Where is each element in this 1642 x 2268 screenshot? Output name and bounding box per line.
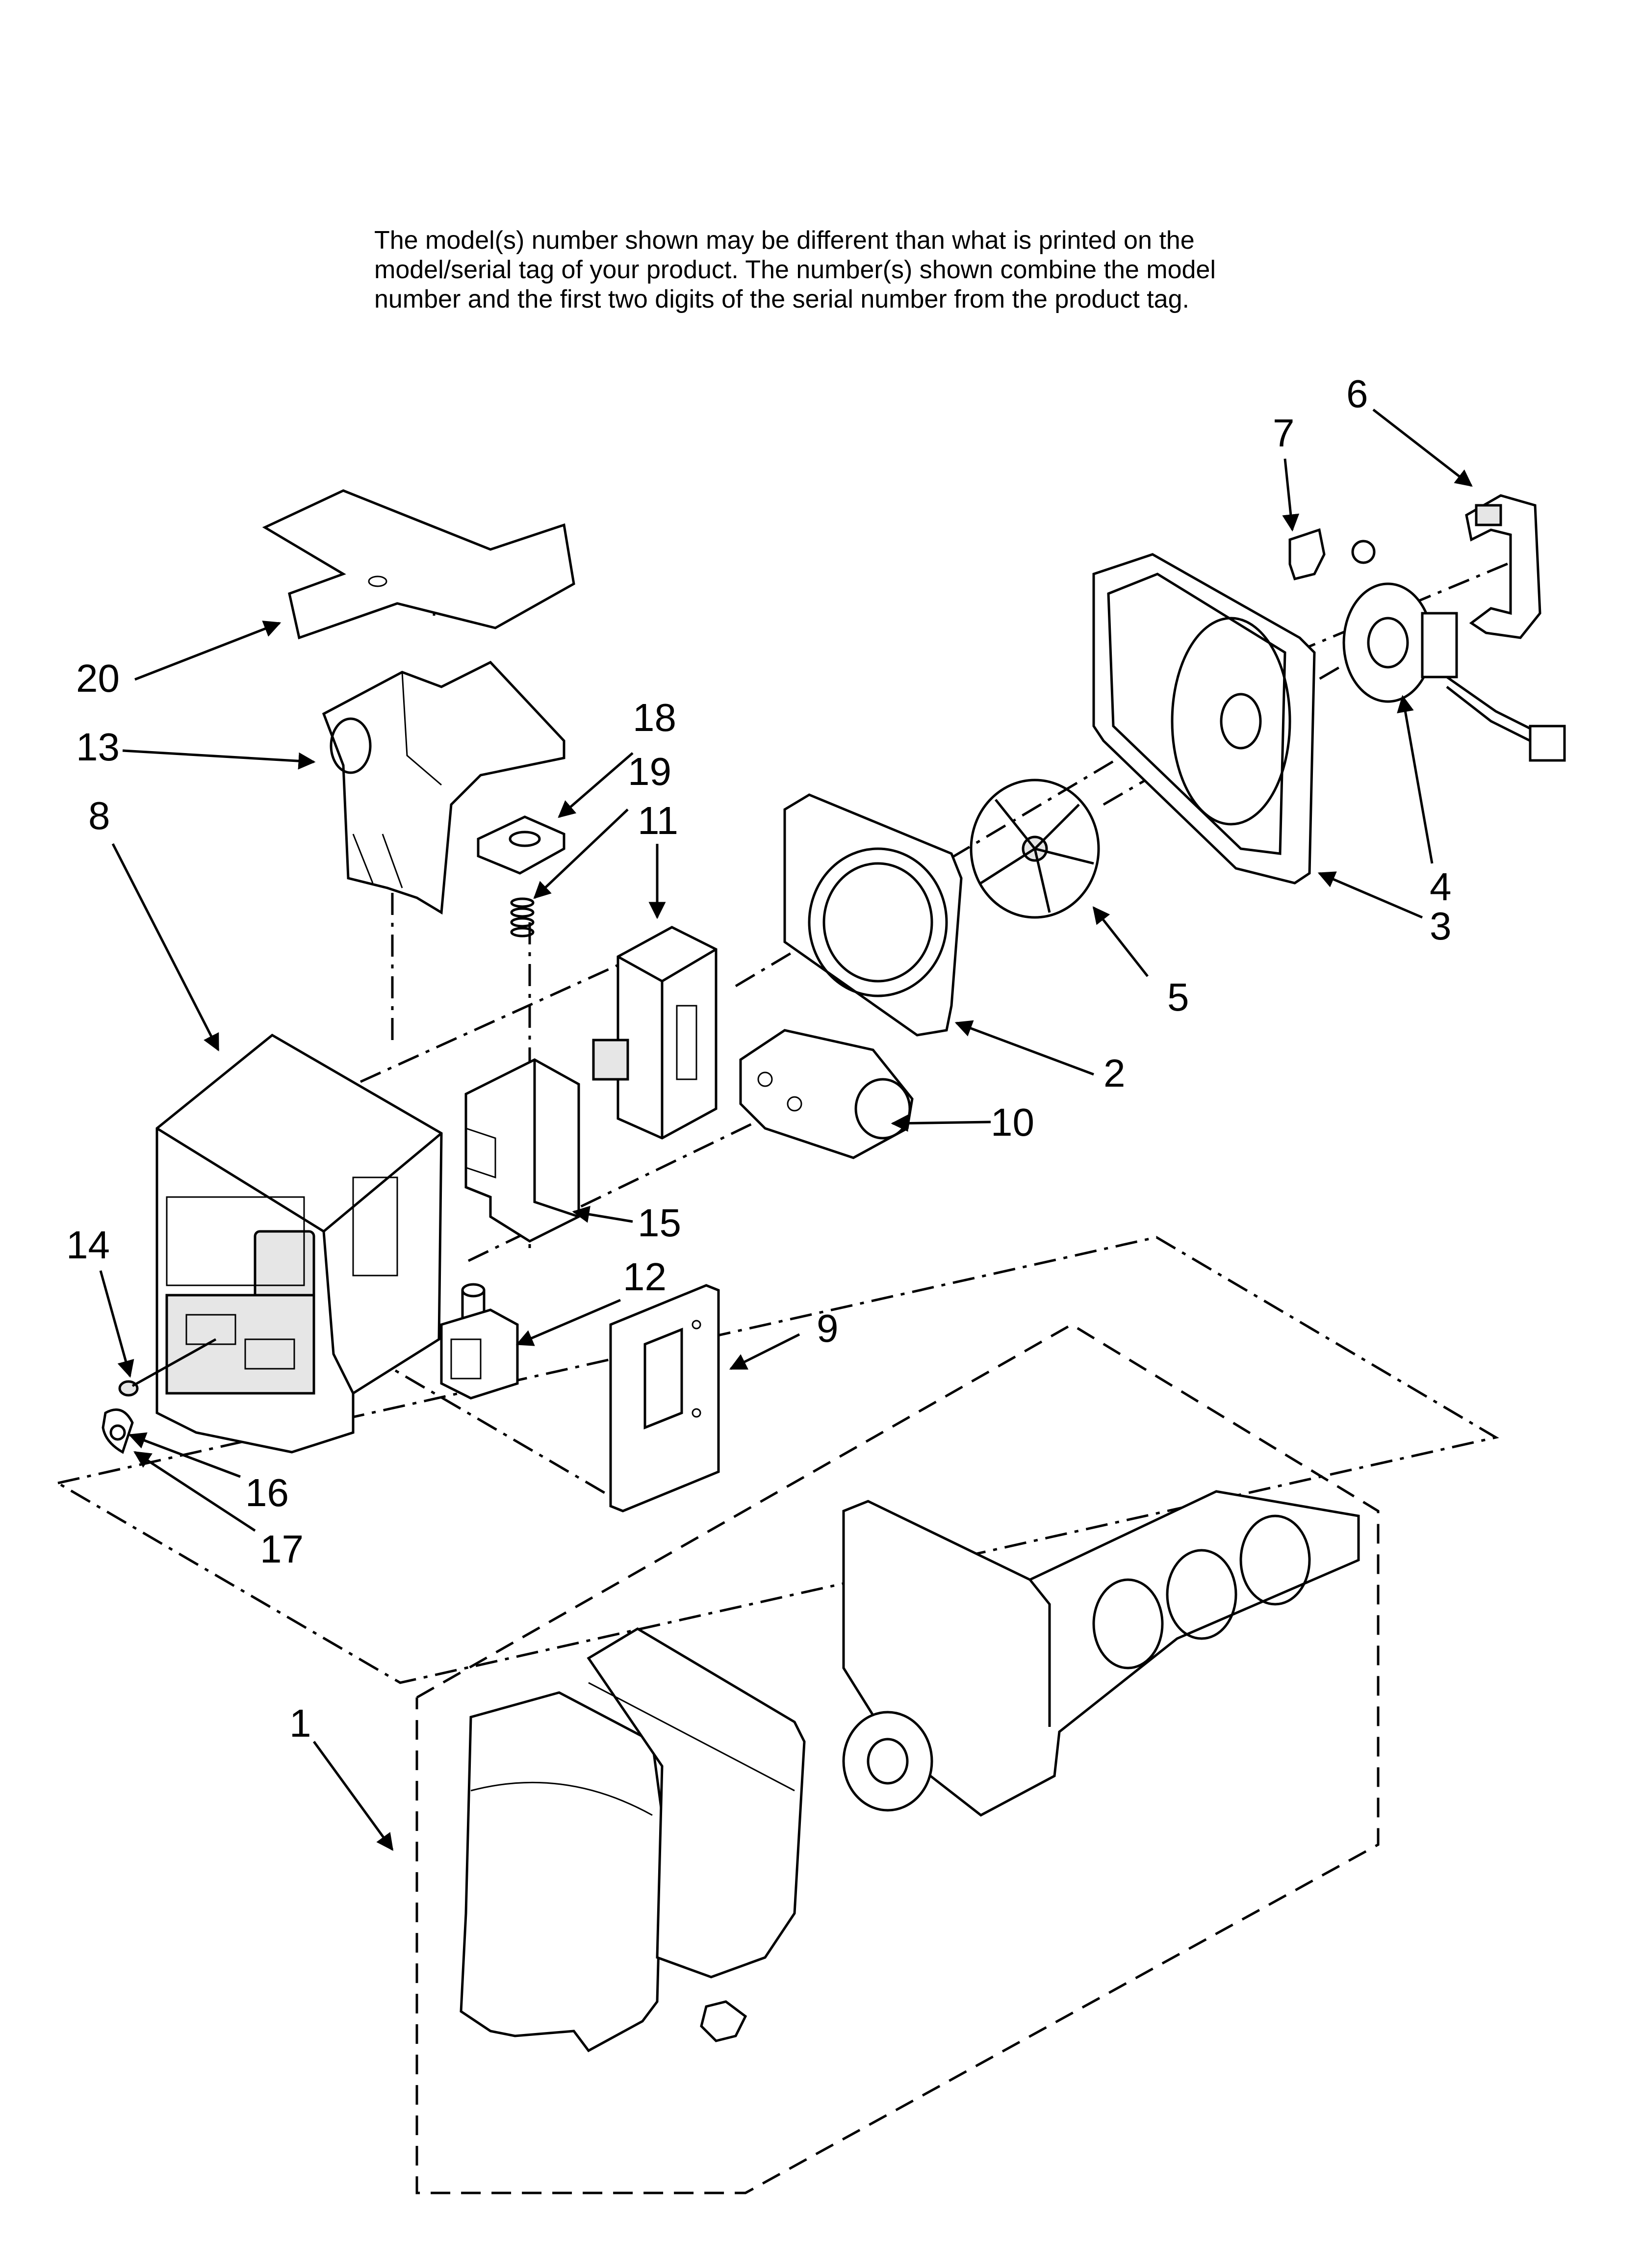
callout-11: 11 (638, 799, 678, 842)
part-1-ice-bin-assembly (460, 1490, 1360, 2053)
part-8-dispenser-housing (155, 1033, 443, 1454)
part-15-bracket (464, 1058, 580, 1243)
callout-3: 3 (1430, 904, 1452, 948)
callout-9: 9 (817, 1306, 839, 1350)
callout-12: 12 (623, 1255, 667, 1299)
callout-19: 19 (628, 750, 671, 793)
callout-20: 20 (76, 656, 120, 700)
callout-1: 1 (289, 1701, 311, 1745)
leader-lines (99, 409, 1473, 1851)
upper-assembly-boundary (57, 1236, 1499, 1684)
callout-15: 15 (638, 1201, 681, 1245)
callout-4: 4 (1430, 865, 1452, 909)
callout-6: 6 (1346, 372, 1368, 416)
part-5-fan-blade (970, 779, 1100, 919)
part-3-fan-housing (1092, 553, 1316, 885)
ice-bin-boundary (415, 1323, 1380, 2194)
callout-18: 18 (633, 696, 676, 739)
part-10-auger-motor (739, 1029, 914, 1159)
part-16-washer (109, 1424, 126, 1441)
callout-16: 16 (245, 1471, 289, 1514)
part-6-motor-bracket (1465, 494, 1541, 639)
callout-numbers: 1 2 3 4 5 6 7 8 9 10 11 12 13 14 15 16 1… (66, 372, 1452, 1745)
model-number-note: The model(s) number shown may be differe… (374, 226, 1404, 314)
callout-14: 14 (66, 1223, 110, 1267)
part-11-switch-housing (592, 926, 718, 1140)
note-line-2: model/serial tag of your product. The nu… (374, 256, 1216, 284)
callout-5: 5 (1167, 975, 1189, 1019)
callout-2: 2 (1103, 1051, 1126, 1095)
callout-10: 10 (991, 1100, 1034, 1144)
part-9-face-plate (609, 1284, 720, 1512)
callout-17: 17 (260, 1527, 304, 1571)
part-17-clip (102, 1408, 134, 1454)
part-13-housing-cover (322, 660, 565, 915)
part-18-cap (477, 815, 565, 875)
part-2-fan-shroud (783, 793, 963, 1037)
note-line-1: The model(s) number shown may be differe… (374, 226, 1195, 255)
callout-8: 8 (88, 794, 110, 837)
note-line-3: number and the first two digits of the s… (374, 285, 1189, 313)
part-19-spring (510, 897, 535, 938)
part-7-clip (1288, 528, 1376, 580)
part-14-screw (118, 1338, 217, 1397)
part-20-insulation-sheet (262, 489, 575, 640)
part-12-solenoid (440, 1283, 519, 1400)
callout-13: 13 (76, 725, 120, 769)
part-4-fan-motor (1342, 582, 1566, 762)
callout-7: 7 (1273, 411, 1295, 455)
